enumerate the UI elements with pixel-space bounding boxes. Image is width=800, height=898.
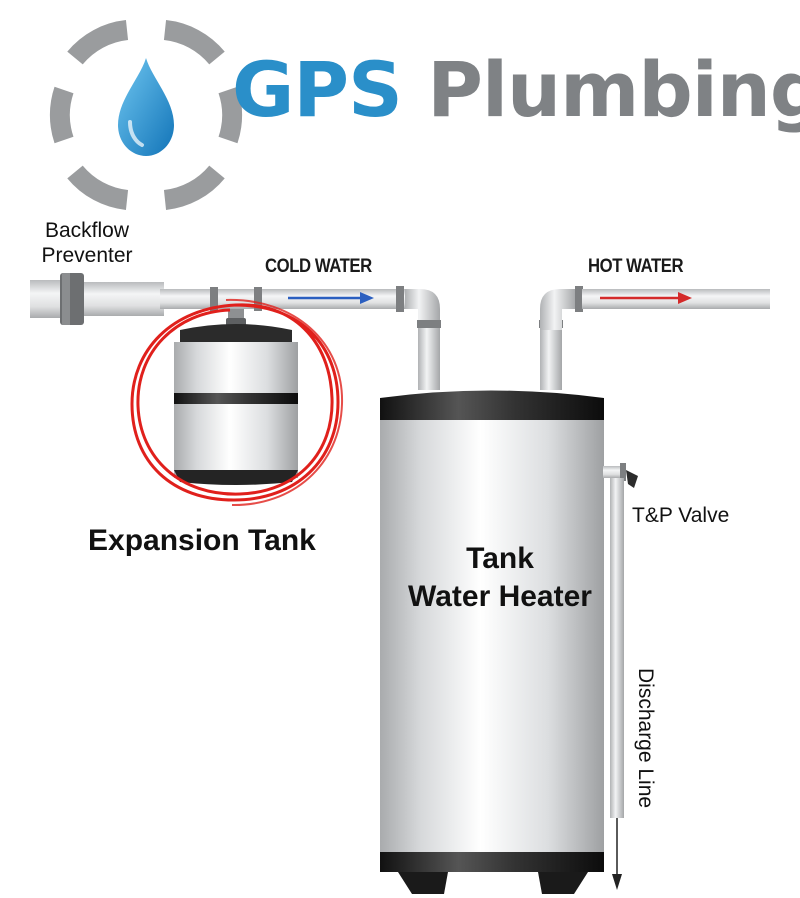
discharge-line <box>610 478 624 890</box>
tp-valve-label: T&P Valve <box>632 504 730 527</box>
water-heater-label-line2: Water Heater <box>408 580 592 613</box>
water-heater-label-line1: Tank <box>466 542 534 575</box>
water-heater <box>380 390 604 894</box>
hot-water-pipe <box>539 286 770 390</box>
backflow-label-line1: Backflow <box>44 219 130 242</box>
expansion-tank-highlight-circle <box>130 303 340 502</box>
tp-valve <box>603 463 638 488</box>
expansion-tank-label: Expansion Tank <box>88 524 316 557</box>
brand-name: GPS Plumbing <box>232 52 800 128</box>
cold-water-arrow <box>288 292 374 304</box>
hot-water-arrow <box>600 292 692 304</box>
logo-ring <box>49 20 243 210</box>
logo-icon <box>49 20 243 210</box>
water-heater-label: Tank Water Heater <box>380 540 620 616</box>
brand-name-plumbing: Plumbing <box>427 45 800 134</box>
backflow-label-line2: Preventer <box>41 244 133 267</box>
hot-water-label: HOT WATER <box>588 256 684 277</box>
cold-water-pipe <box>30 273 441 390</box>
discharge-line-label: Discharge Line <box>634 668 657 809</box>
backflow-preventer-label: Backflow Preventer <box>28 218 146 268</box>
expansion-tank <box>174 309 298 485</box>
water-drop-icon <box>118 58 174 156</box>
cold-water-label: COLD WATER <box>265 256 372 277</box>
brand-name-gps: GPS <box>232 45 403 134</box>
